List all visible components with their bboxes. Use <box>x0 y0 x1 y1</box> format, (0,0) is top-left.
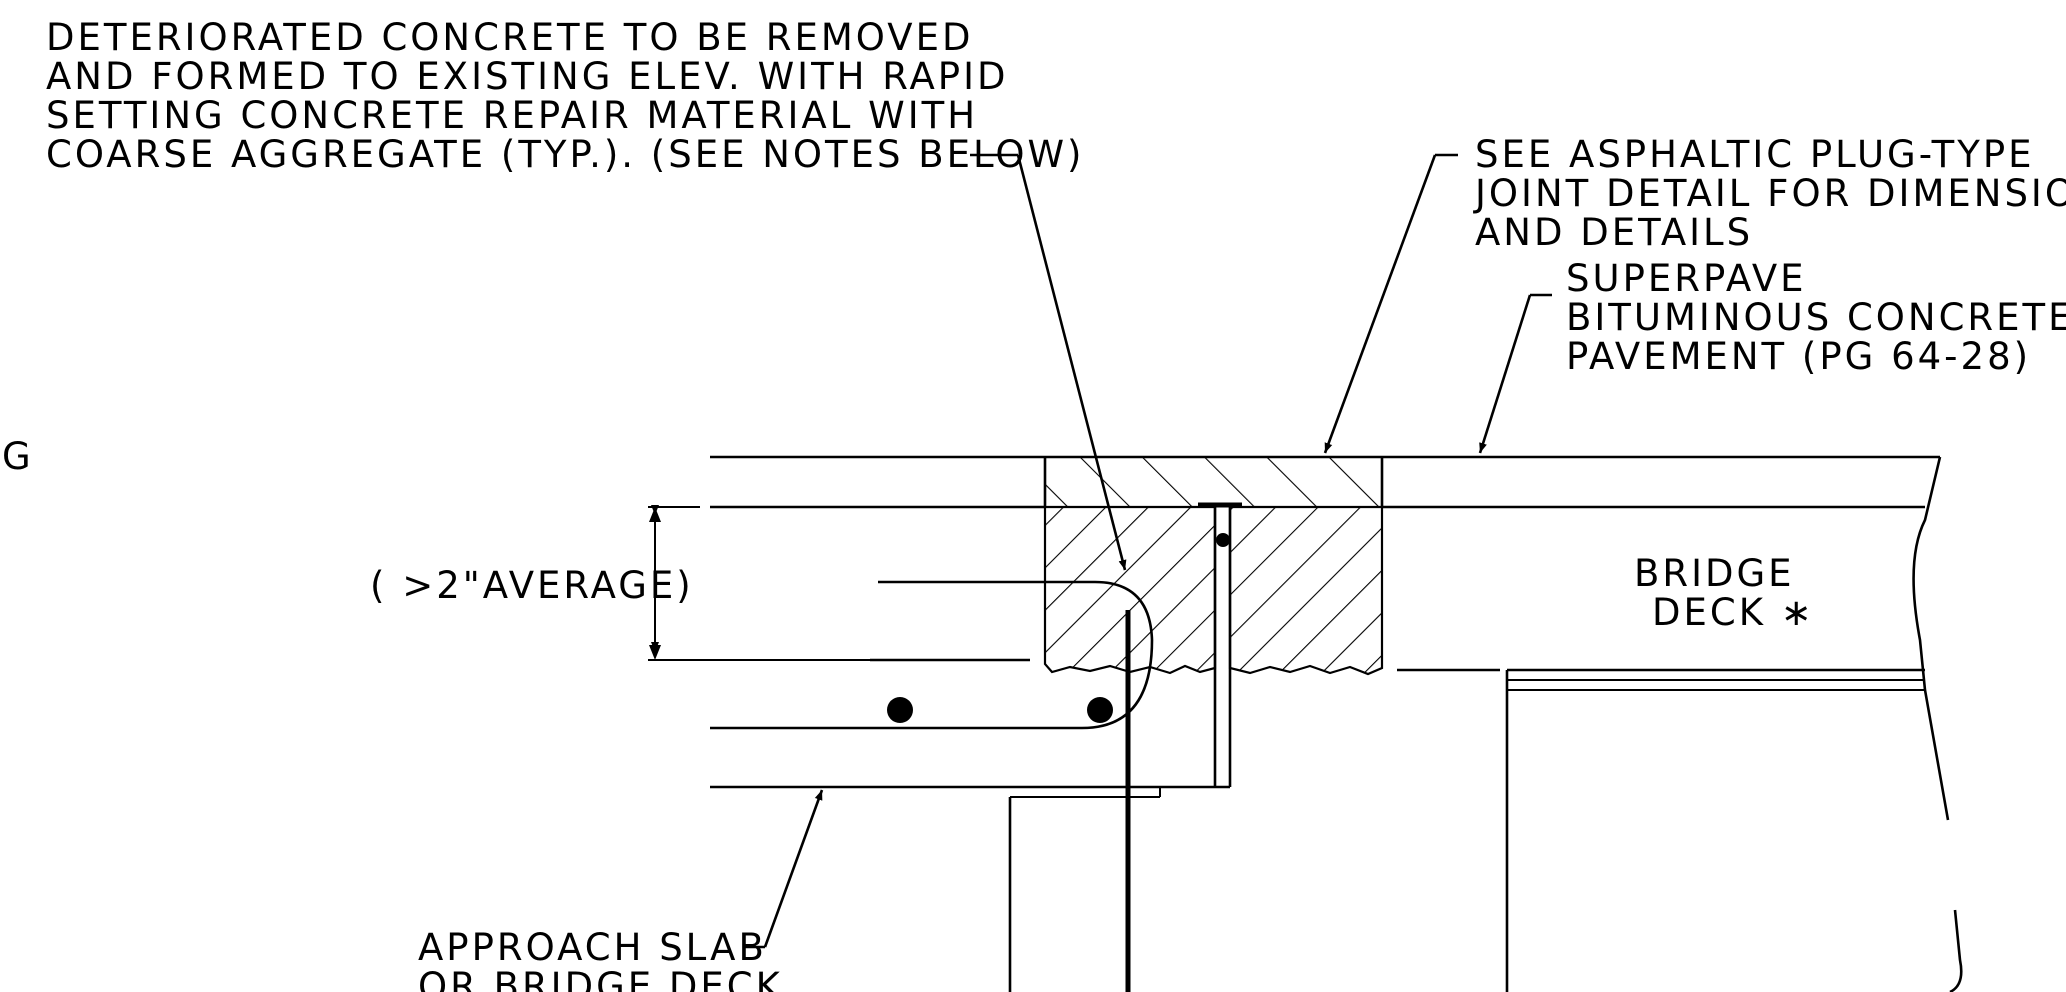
repair-concrete-hatch <box>1043 505 1217 675</box>
asphaltic-plug-hatch <box>1045 457 1382 507</box>
leader-superpave <box>1478 293 1552 454</box>
repair-concrete-hatch-right <box>1228 505 1384 676</box>
approach-slab-label-line-2: OR BRIDGE DECK <box>418 965 783 992</box>
note-left-fragment: G <box>2 435 34 478</box>
note-deteriorated-line-3: SETTING CONCRETE REPAIR MATERIAL WITH <box>46 94 978 137</box>
bridge-deck-label-line-2: DECK ∗ <box>1652 591 1815 634</box>
note-plug-joint-line-1: SEE ASPHALTIC PLUG-TYPE <box>1475 133 2035 176</box>
note-deteriorated-line-1: DETERIORATED CONCRETE TO BE REMOVED <box>46 16 973 59</box>
dimension-average-label: ( >2"AVERAGE) <box>370 564 694 607</box>
note-deteriorated-line-4: COARSE AGGREGATE (TYP.). (SEE NOTES BELO… <box>46 133 1084 176</box>
note-superpave-line-3: PAVEMENT (PG 64-28) <box>1566 335 2031 378</box>
note-deteriorated-line-2: AND FORMED TO EXISTING ELEV. WITH RAPID <box>46 55 1009 98</box>
note-plug-joint-line-3: AND DETAILS <box>1475 211 1753 254</box>
rebar-dot-joint <box>1216 533 1230 547</box>
note-superpave-line-1: SUPERPAVE <box>1566 257 1807 300</box>
rebar-dot-left <box>887 697 913 723</box>
note-superpave-line-2: BITUMINOUS CONCRETE <box>1566 296 2066 339</box>
rebar-dot-right <box>1087 697 1113 723</box>
approach-slab-label-line-1: APPROACH SLAB <box>418 926 767 969</box>
bridge-deck-label-line-1: BRIDGE <box>1634 552 1795 595</box>
abutment-lines <box>1008 668 1925 992</box>
leader-approach-slab <box>745 789 824 949</box>
note-plug-joint-line-2: JOINT DETAIL FOR DIMENSIONS <box>1473 172 2066 215</box>
deck-break-line-lower <box>1949 909 1963 992</box>
leader-plug-joint <box>1323 153 1458 454</box>
deck-break-line <box>1912 456 1950 821</box>
dimension-average <box>648 505 1030 661</box>
